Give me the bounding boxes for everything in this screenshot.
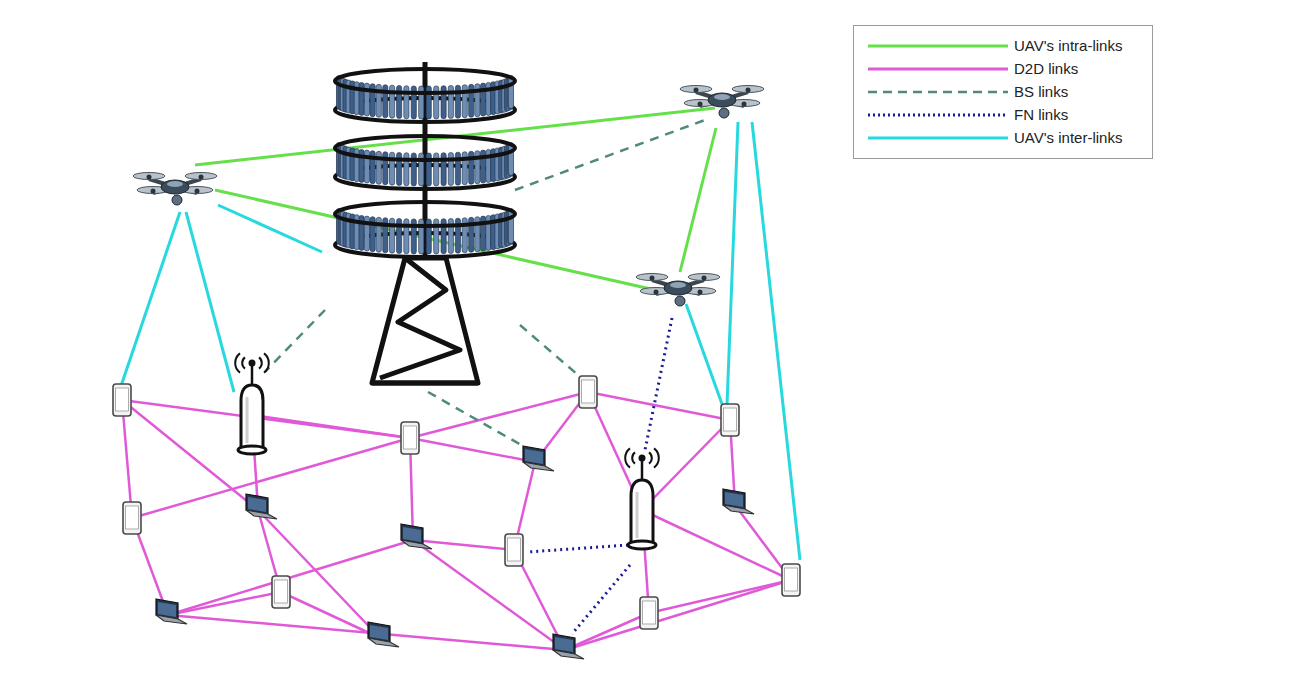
uav-intra-link: [215, 190, 655, 290]
d2d-link: [258, 510, 380, 638]
bs-link: [515, 120, 705, 190]
legend-line-sample: [868, 133, 1008, 143]
legend-line-sample: [868, 64, 1008, 74]
legend-text: UAV's inter-links: [1014, 129, 1122, 146]
d2d-link: [122, 400, 410, 438]
phones: [113, 376, 800, 629]
phone-device: [505, 534, 523, 566]
laptop-device: [368, 622, 399, 647]
d2d-link: [565, 580, 791, 650]
legend-line-sample: [868, 110, 1008, 120]
legend-entry: FN links: [868, 103, 1142, 126]
uav-drone: [133, 173, 217, 206]
uav-drone: [680, 86, 764, 119]
legend-entry: UAV's inter-links: [868, 126, 1142, 149]
uav-inter-link: [121, 212, 180, 386]
legend-text: UAV's intra-links: [1014, 37, 1122, 54]
phone-device: [401, 422, 419, 454]
antenna-ring: [335, 136, 515, 189]
legend-text: BS links: [1014, 83, 1068, 100]
phone-device: [113, 384, 131, 416]
links: [121, 108, 800, 650]
uav-drone: [636, 274, 720, 307]
bs-link: [520, 325, 578, 375]
laptop-device: [246, 494, 277, 519]
phone-device: [640, 597, 658, 629]
antenna-ring: [335, 202, 515, 257]
fn-link: [645, 318, 672, 450]
uav-intra-link: [195, 108, 715, 165]
legend-line-sample: [868, 41, 1008, 51]
d2d-link: [642, 420, 730, 510]
laptop-device: [156, 599, 187, 624]
bs-link: [428, 392, 530, 450]
d2d-link: [565, 613, 649, 650]
legend-entry: BS links: [868, 80, 1142, 103]
d2d-link: [168, 540, 413, 615]
fog-node-antenna: [625, 448, 659, 549]
d2d-link: [649, 580, 791, 613]
uav-inter-link: [686, 304, 722, 404]
laptop-device: [523, 446, 554, 471]
fn-link: [572, 565, 630, 634]
bs-link: [265, 310, 325, 372]
uav-inter-link: [727, 122, 738, 405]
laptops: [156, 446, 754, 659]
d2d-link: [252, 415, 410, 438]
d2d-link: [413, 540, 565, 650]
legend-text: D2D links: [1014, 60, 1078, 77]
phone-device: [721, 404, 739, 436]
base-station-tower: [335, 62, 515, 383]
d2d-link: [642, 510, 791, 580]
laptop-device: [553, 634, 584, 659]
legend-box: UAV's intra-linksD2D links BS links FN lin…: [853, 25, 1153, 159]
d2d-link: [281, 592, 380, 638]
phone-device: [782, 564, 800, 596]
uav-inter-link: [186, 212, 234, 392]
d2d-link: [168, 592, 281, 615]
laptop-device: [723, 489, 754, 514]
fog-node-antenna: [235, 353, 269, 454]
laptop-device: [401, 524, 432, 549]
uav-intra-link: [680, 128, 716, 272]
legend-text: FN links: [1014, 106, 1068, 123]
phone-device: [272, 576, 290, 608]
phone-device: [123, 502, 141, 534]
fn-link: [528, 545, 628, 552]
phone-device: [579, 376, 597, 408]
uav-inter-link: [752, 122, 800, 560]
d2d-link: [122, 400, 132, 518]
legend-entry: UAV's intra-links: [868, 34, 1142, 57]
antenna-ring: [335, 69, 515, 122]
d2d-link: [588, 392, 730, 420]
legend-line-sample: [868, 87, 1008, 97]
d2d-link: [132, 438, 410, 518]
uav-inter-link: [218, 205, 322, 252]
legend-entry: D2D links: [868, 57, 1142, 80]
fog-nodes: [235, 353, 659, 549]
